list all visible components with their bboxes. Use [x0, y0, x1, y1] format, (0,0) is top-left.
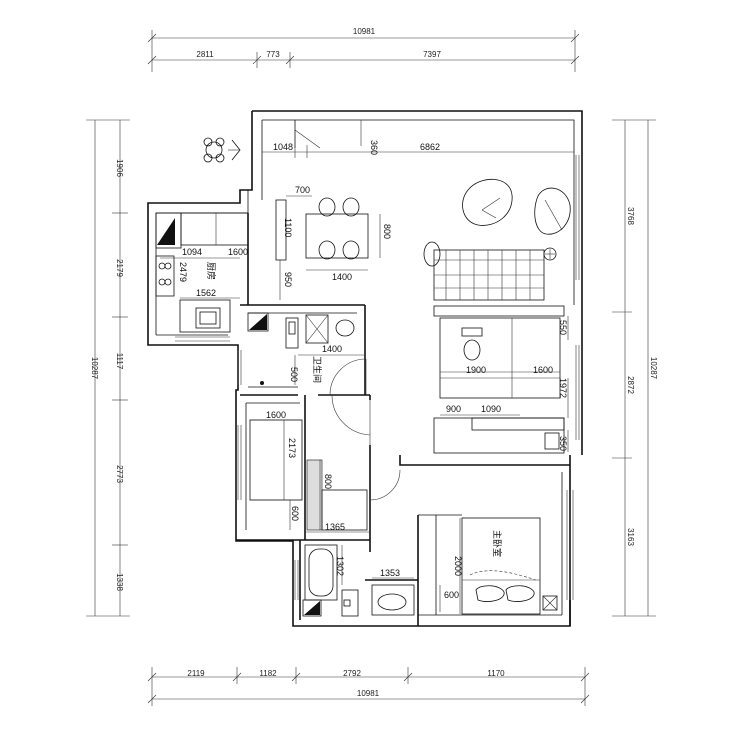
left-dim-5: 1338 [115, 573, 124, 591]
dim-600-bed2: 600 [290, 506, 300, 521]
dim-6862: 6862 [420, 142, 440, 152]
dim-1353: 1353 [380, 568, 400, 578]
room-labels: 厨房 卫生间 主卧室 [205, 262, 503, 557]
living-room [423, 178, 571, 454]
right-dim-1: 3768 [626, 207, 635, 225]
bottom-dim-4: 1170 [487, 669, 505, 678]
dim-600-master: 600 [444, 590, 459, 600]
right-dim-3: 3163 [626, 528, 635, 546]
dim-360: 360 [369, 140, 379, 155]
top-dim-2: 773 [266, 50, 280, 59]
master-bedroom [461, 517, 558, 615]
dim-1600-kitchen: 1600 [228, 247, 248, 257]
dim-800-bed2: 800 [323, 474, 333, 489]
dim-1100: 1100 [283, 218, 293, 237]
walls [147, 110, 583, 627]
second-bedroom [249, 419, 368, 531]
left-dim-3: 1117 [115, 353, 124, 370]
top-dimension-chain: 10981 2811 773 7397 [147, 27, 580, 72]
kitchen-label: 厨房 [205, 262, 217, 280]
dim-2173: 2173 [287, 438, 297, 458]
bathroom [247, 312, 355, 385]
bottom-dim-2: 1182 [259, 669, 277, 678]
bottom-dim-1: 2119 [187, 669, 205, 678]
compass-symbol [203, 137, 241, 163]
dim-900: 900 [446, 404, 461, 414]
inner-dimension-labels: 1048 360 6862 700 1100 800 1400 950 1094… [178, 140, 568, 600]
dim-1090: 1090 [481, 404, 501, 414]
dim-700: 700 [295, 185, 310, 195]
dim-1562: 1562 [196, 288, 216, 298]
inner-dimension-lines [160, 120, 574, 614]
top-dim-3: 7397 [423, 50, 441, 59]
dim-1400-dining: 1400 [332, 272, 352, 282]
top-dim-1: 2811 [196, 50, 214, 59]
bathroom-label: 卫生间 [311, 356, 323, 383]
bottom-total-dim: 10981 [357, 689, 380, 698]
dim-2479: 2479 [178, 262, 188, 282]
master-bedroom-label: 主卧室 [491, 530, 503, 557]
left-dim-4: 2773 [115, 465, 124, 483]
dim-1400-bath: 1400 [322, 344, 342, 354]
windows [175, 155, 580, 600]
left-dim-1: 1906 [115, 159, 124, 177]
left-dimension-chain: 1906 2179 1117 2773 1338 10287 [86, 119, 130, 617]
right-dimension-chain: 3768 2872 3163 10287 [612, 119, 658, 617]
dining-area [275, 197, 369, 261]
second-bathroom [302, 544, 415, 617]
right-dim-2: 2872 [626, 376, 635, 394]
right-total-dim: 10287 [649, 357, 658, 380]
left-dim-2: 2179 [115, 259, 124, 277]
dim-1365: 1365 [325, 522, 345, 532]
dim-500: 500 [289, 367, 299, 382]
dim-950: 950 [283, 272, 293, 287]
dim-1600-cabinet: 1600 [533, 365, 553, 375]
dim-2000: 2000 [453, 556, 463, 576]
bottom-dim-3: 2792 [343, 669, 361, 678]
doors [294, 120, 401, 501]
dim-550: 550 [558, 320, 568, 335]
dim-1600-bed2: 1600 [266, 410, 286, 420]
dim-1094: 1094 [182, 247, 202, 257]
kitchen [155, 212, 249, 333]
dim-800-dining: 800 [382, 224, 392, 239]
dim-1302: 1302 [335, 556, 345, 576]
dim-1900: 1900 [466, 365, 486, 375]
dim-1048: 1048 [273, 142, 293, 152]
left-total-dim: 10287 [90, 357, 99, 380]
top-total-dim: 10981 [353, 27, 376, 36]
bottom-dimension-chain: 2119 1182 2792 1170 10981 [147, 667, 590, 706]
dim-350: 350 [558, 436, 568, 451]
dim-1972: 1972 [558, 378, 568, 398]
